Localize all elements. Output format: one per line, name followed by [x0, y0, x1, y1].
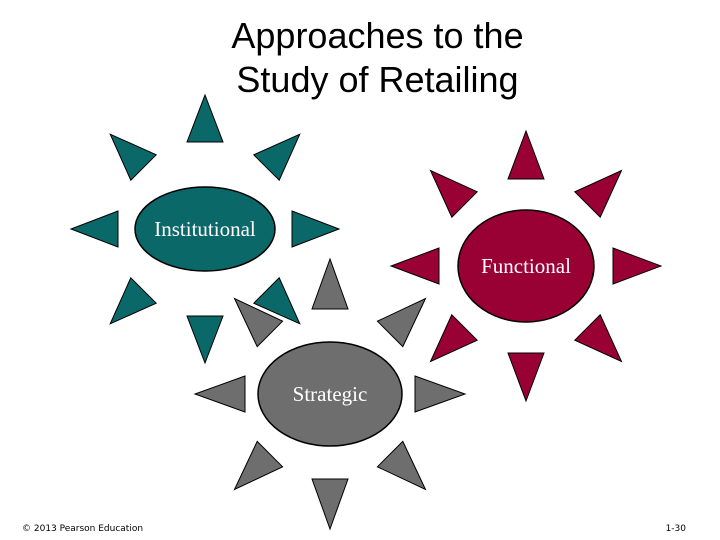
functional-ray-right: [612, 247, 663, 285]
functional-ellipse: [457, 209, 595, 323]
institutional-label: Institutional: [154, 217, 256, 241]
strategic-label: Strategic: [293, 382, 368, 406]
institutional-ray-up-right: [252, 133, 301, 182]
slide-title: Approaches to the Study of Retailing: [150, 14, 605, 102]
footer-copyright: © 2013 Pearson Education: [22, 524, 144, 534]
strategic-ellipse: [257, 341, 403, 447]
burst-functional: Functional: [389, 129, 663, 403]
institutional-ray-up: [186, 93, 224, 143]
institutional-ray-left: [69, 210, 119, 248]
institutional-ellipse: [134, 186, 276, 272]
burst-institutional: Institutional: [69, 93, 341, 365]
strategic-ray-up-left: [233, 297, 284, 348]
strategic-ray-left: [193, 375, 246, 413]
strategic-ray-up: [311, 257, 349, 310]
functional-ray-up: [507, 129, 545, 180]
slide-title-line-1: Approaches to the: [231, 15, 524, 56]
institutional-ray-down-right: [252, 276, 301, 325]
functional-ray-down-left: [429, 313, 479, 363]
functional-ray-down-right: [573, 313, 623, 363]
functional-ray-up-left: [429, 169, 479, 219]
slide-title-line-2: Study of Retailing: [236, 59, 519, 100]
institutional-ray-up-left: [109, 133, 158, 182]
burst-strategic: Strategic: [193, 257, 467, 531]
slide-number: 1-30: [665, 524, 686, 534]
institutional-ray-down-left: [109, 276, 158, 325]
functional-ray-left: [389, 247, 440, 285]
institutional-ray-right: [291, 210, 341, 248]
strategic-ray-down-left: [233, 440, 284, 491]
functional-label: Functional: [481, 254, 571, 278]
functional-ray-down: [507, 352, 545, 403]
strategic-ray-right: [414, 375, 467, 413]
strategic-ray-down: [311, 478, 349, 531]
strategic-ray-down-right: [376, 440, 427, 491]
strategic-ray-up-right: [376, 297, 427, 348]
functional-ray-up-right: [573, 169, 623, 219]
institutional-ray-down: [186, 315, 224, 365]
